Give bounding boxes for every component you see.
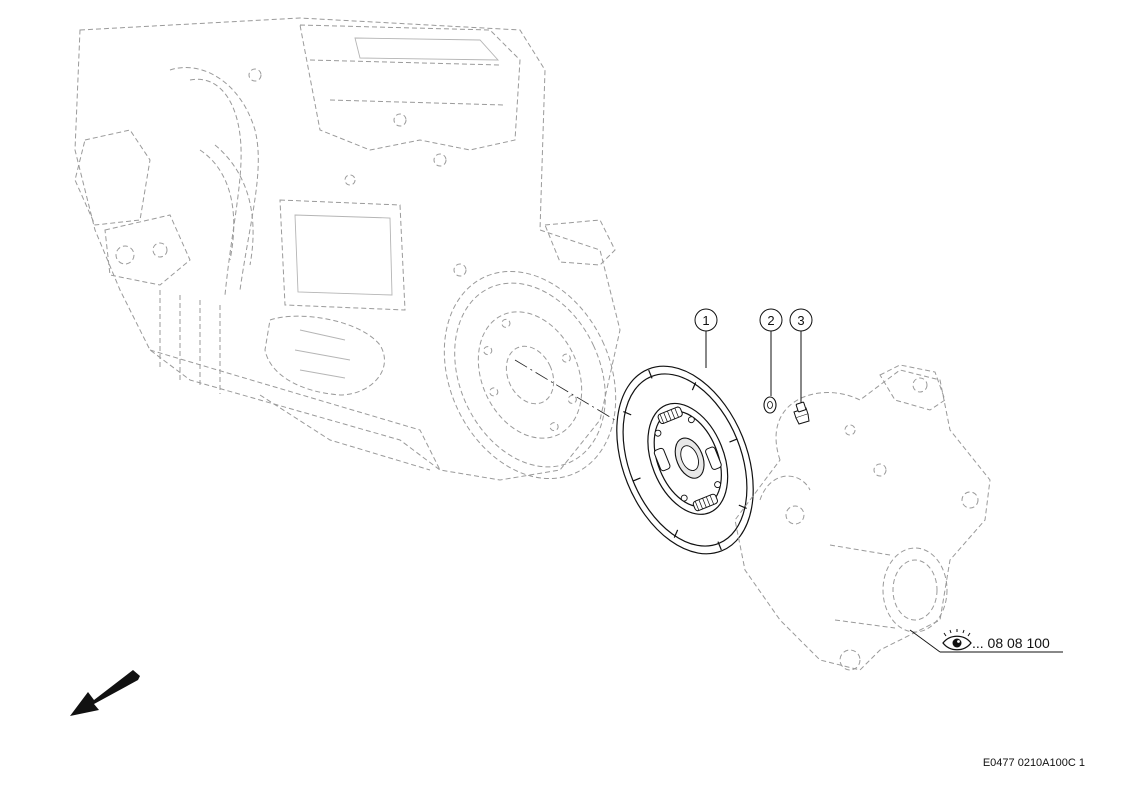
callout-2-label: 2 (767, 313, 774, 328)
callout-1: 1 (694, 308, 718, 368)
arrow-down-left-icon (70, 670, 140, 716)
washer (763, 396, 777, 414)
cross-reference: ... 08 08 100 (909, 629, 1063, 653)
callout-3: 3 (789, 308, 813, 403)
drawing-code: E0477 0210A100C 1 (983, 757, 1085, 769)
callout-2: 2 (759, 308, 783, 396)
flywheel-phantom (443, 270, 617, 480)
bolt (793, 401, 810, 425)
clutch-disc (616, 365, 754, 555)
eye-icon (942, 629, 972, 651)
engine-block-phantom (74, 17, 621, 481)
bell-housing-phantom (734, 364, 991, 671)
reference-text: ... 08 08 100 (972, 635, 1050, 651)
callout-1-label: 1 (702, 313, 709, 328)
callout-3-label: 3 (797, 313, 804, 328)
